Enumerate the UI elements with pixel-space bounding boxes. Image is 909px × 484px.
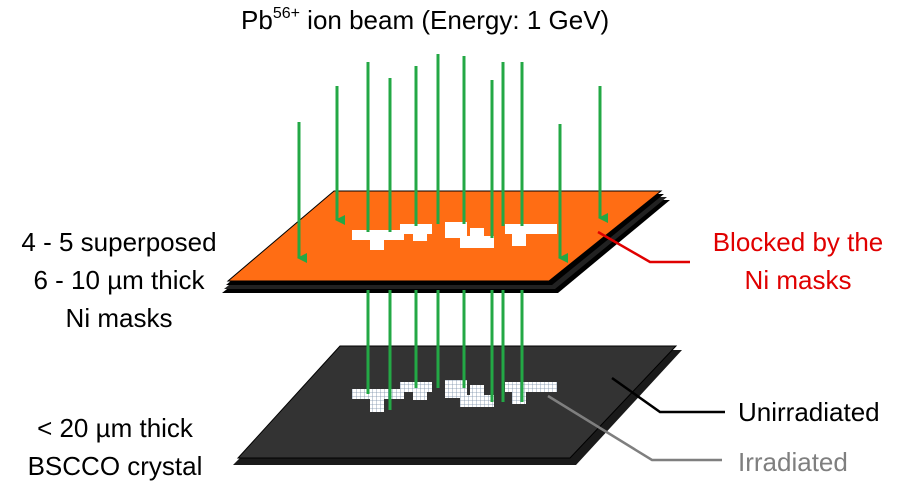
crystal-label-line2: BSCCO crystal [27, 451, 203, 481]
mask-label-line1: 4 - 5 superposed [21, 227, 217, 257]
title-suffix: ion beam (Energy: 1 GeV) [299, 5, 610, 35]
mask-openings [352, 222, 557, 250]
irradiated-label: Irradiated [738, 447, 848, 477]
unirradiated-label: Unirradiated [738, 397, 880, 427]
mask-label-line2: 6 - 10 µm thick [33, 265, 205, 295]
crystal-label-line1: < 20 µm thick [37, 413, 193, 443]
unirradiated-callout-line [611, 376, 725, 414]
blocked-label-line2: Ni masks [744, 265, 852, 295]
blocked-label-line1: Blocked by the [712, 227, 884, 257]
title-prefix: Pb [241, 5, 273, 35]
blocked-callout-line [597, 230, 690, 264]
irradiated-callout-line [547, 394, 722, 462]
ion-beam [297, 54, 608, 410]
mask-label-line3: Ni masks [65, 303, 173, 333]
ni-masks [222, 190, 670, 293]
bscco-crystal [233, 345, 682, 465]
title-superscript: 56+ [272, 5, 300, 22]
beam-title: Pb56+ ion beam (Energy: 1 GeV) [241, 4, 609, 36]
